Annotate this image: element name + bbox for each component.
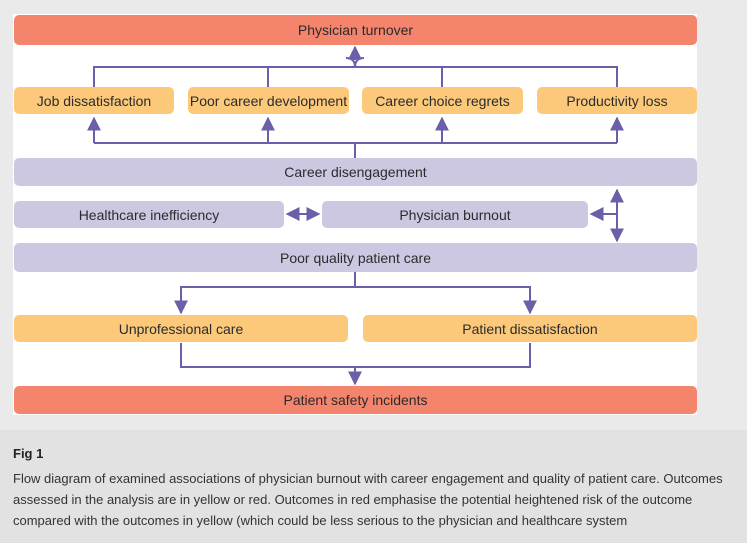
bottom-bracket-line (180, 343, 531, 368)
node-productivity-loss: Productivity loss (537, 87, 697, 114)
node-job-dissatisfaction: Job dissatisfaction (14, 87, 174, 114)
figure-caption: Fig 1 Flow diagram of examined associati… (0, 430, 747, 543)
lower-bracket-line (180, 286, 531, 312)
node-patient-dissatisfaction: Patient dissatisfaction (363, 315, 697, 342)
node-healthcare-inefficiency: Healthcare inefficiency (14, 201, 284, 228)
node-unprofessional-care: Unprofessional care (14, 315, 348, 342)
node-poor-career-development: Poor career development (188, 87, 349, 114)
figure-caption-text: Flow diagram of examined associations of… (13, 471, 723, 528)
node-physician-turnover: Physician turnover (14, 15, 697, 45)
top-merge (345, 57, 365, 68)
node-career-choice-regrets: Career choice regrets (362, 87, 523, 114)
connector-arrows (87, 45, 624, 386)
figure-label: Fig 1 (13, 446, 44, 461)
node-physician-burnout: Physician burnout (322, 201, 588, 228)
node-career-disengagement: Career disengagement (14, 158, 697, 186)
node-patient-safety-incidents: Patient safety incidents (14, 386, 697, 414)
top-bracket-line (93, 66, 618, 89)
node-poor-quality-patient-care: Poor quality patient care (14, 243, 697, 272)
figure-panel: Physician turnover Job dissatisfaction P… (13, 14, 697, 415)
